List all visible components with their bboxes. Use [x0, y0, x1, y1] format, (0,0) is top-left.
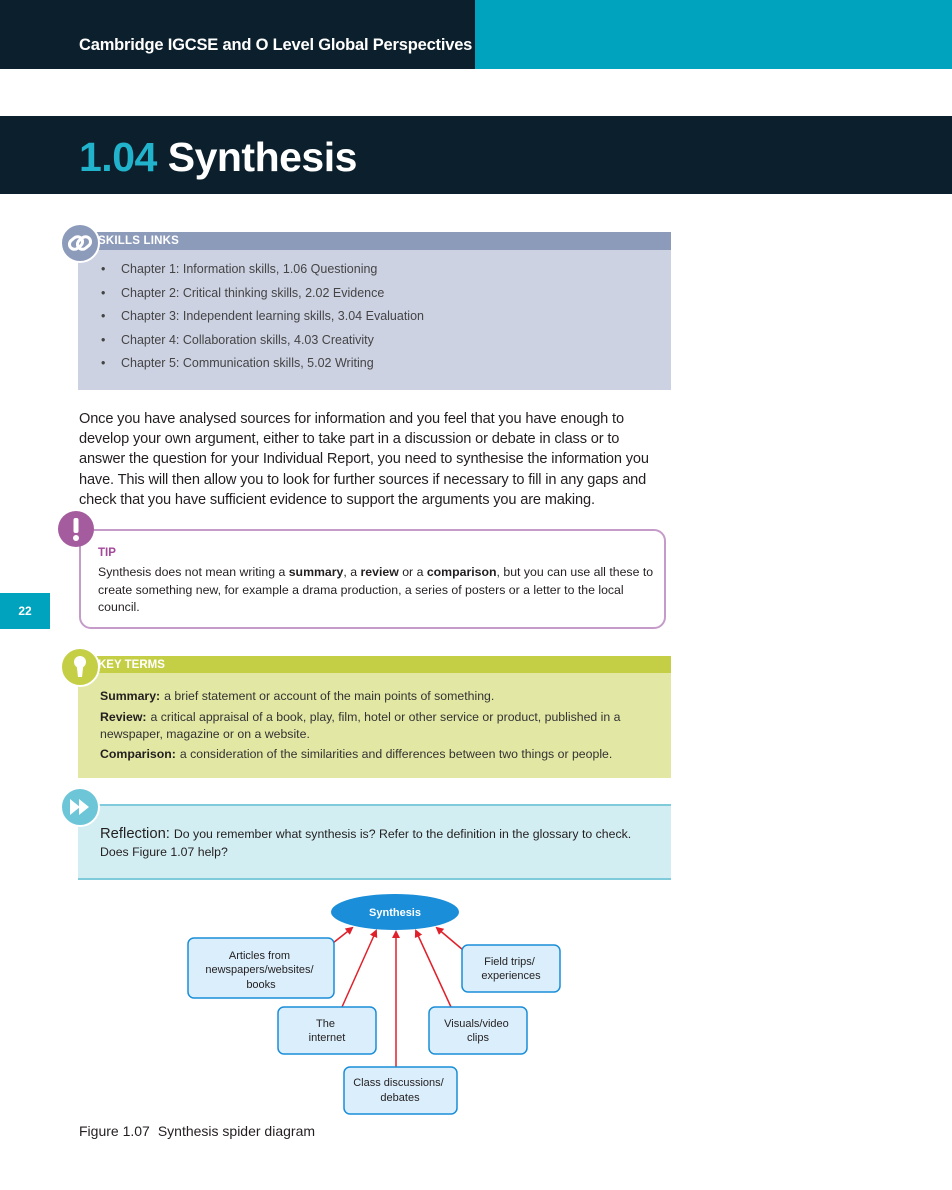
tip-term-comparison: comparison	[426, 565, 497, 579]
skills-link-item: Chapter 5: Communication skills, 5.02 Wr…	[98, 352, 658, 376]
reflection-text: Reflection:Do you remember what synthesi…	[100, 825, 660, 861]
reflection-heading: Reflection:	[100, 826, 170, 842]
exclamation-icon	[58, 511, 94, 547]
skills-links-header-bar	[78, 232, 671, 250]
header-dark-band	[0, 0, 475, 69]
node-line: newspapers/websites/	[205, 964, 314, 976]
synthesis-spider-diagram: Synthesis Articles from newspapers/websi…	[187, 894, 561, 1115]
key-terms-panel	[78, 673, 671, 778]
reflection-body: Do you remember what synthesis is? Refer…	[100, 827, 632, 859]
diagram-center-node	[331, 894, 459, 930]
key-terms-list: Summary:a brief statement or account of …	[100, 688, 660, 767]
tip-text-part: Synthesis does not mean writing a	[98, 565, 289, 579]
arrow-visuals	[414, 929, 452, 1008]
figure-caption: Figure 1.07 Synthesis spider diagram	[79, 1123, 315, 1139]
key-term-definition: a brief statement or account of the main…	[164, 689, 495, 703]
key-terms-header-bar	[78, 656, 671, 673]
node-line: debates	[380, 1092, 420, 1104]
section-title: 1.04 Synthesis	[79, 133, 357, 181]
node-line: Visuals/video	[444, 1018, 509, 1030]
page-number: 22	[0, 593, 50, 629]
node-line: experiences	[481, 970, 541, 982]
section-name: Synthesis	[167, 134, 358, 180]
diagram-center-label: Synthesis	[369, 907, 421, 919]
skills-links-list: Chapter 1: Information skills, 1.06 Ques…	[98, 258, 658, 376]
diagram-node-class-discussions	[343, 1066, 458, 1115]
skills-links-label: SKILLS LINKS	[98, 235, 179, 247]
key-terms-label: KEY TERMS	[98, 659, 165, 671]
diagram-node-internet-label: The internet	[309, 1018, 346, 1044]
key-term-item: Comparison:a consideration of the simila…	[100, 746, 660, 763]
key-term: Summary:	[100, 689, 161, 703]
diagram-node-visuals-label: Visuals/video clips	[444, 1018, 512, 1044]
node-line: internet	[309, 1032, 346, 1044]
chain-link-icon	[60, 223, 100, 263]
node-line: Class discussions/	[353, 1077, 444, 1089]
arrow-internet	[341, 929, 378, 1008]
tip-text-part: , but you can use all these to create so…	[98, 565, 654, 615]
skills-link-item: Chapter 1: Information skills, 1.06 Ques…	[98, 258, 658, 282]
arrow-field	[435, 926, 464, 951]
tip-term-summary: summary	[288, 565, 344, 579]
tip-text: Synthesis does not mean writing a summar…	[98, 564, 658, 617]
figure-caption-text: Synthesis spider diagram	[157, 1123, 316, 1139]
key-term-definition: a critical appraisal of a book, play, fi…	[100, 709, 621, 741]
diagram-node-articles	[187, 937, 335, 999]
tip-term-review: review	[360, 565, 399, 579]
book-title: Cambridge IGCSE and O Level Global Persp…	[79, 36, 473, 54]
diagram-node-internet	[277, 1006, 377, 1055]
skills-link-item: Chapter 2: Critical thinking skills, 2.0…	[98, 282, 658, 306]
keyhole-icon	[60, 647, 100, 687]
tip-text-part: , a	[343, 565, 361, 579]
section-number: 1.04	[79, 134, 157, 180]
key-term-definition: a consideration of the similarities and …	[179, 747, 613, 761]
tip-label: TIP	[98, 547, 116, 559]
diagram-node-field-trips-label: Field trips/ experiences	[481, 956, 541, 982]
key-term-item: Review:a critical appraisal of a book, p…	[100, 709, 660, 743]
key-term: Comparison:	[100, 747, 176, 761]
diagram-node-field-trips	[461, 944, 561, 993]
node-line: The	[316, 1018, 335, 1030]
key-term-item: Summary:a brief statement or account of …	[100, 688, 660, 705]
diagram-node-class-discussions-label: Class discussions/ debates	[353, 1077, 447, 1104]
skills-link-item: Chapter 3: Independent learning skills, …	[98, 305, 658, 329]
node-line: Articles from	[229, 950, 290, 962]
node-line: clips	[467, 1032, 490, 1044]
tip-box	[79, 529, 666, 629]
body-paragraph: Once you have analysed sources for infor…	[79, 411, 649, 508]
figure-label: Figure 1.07	[79, 1123, 150, 1139]
section-title-band	[0, 116, 952, 194]
skills-link-item: Chapter 4: Collaboration skills, 4.03 Cr…	[98, 329, 658, 353]
node-line: Field trips/	[484, 956, 536, 968]
fast-forward-icon	[60, 787, 100, 827]
header-teal-band	[475, 0, 952, 69]
diagram-arrows	[332, 926, 464, 1068]
diagram-node-articles-label: Articles from newspapers/websites/ books	[205, 950, 316, 991]
key-term: Review:	[100, 709, 147, 724]
tip-text-part: or a	[398, 565, 427, 579]
reflection-box	[78, 804, 671, 880]
diagram-node-visuals	[428, 1006, 528, 1055]
node-line: books	[246, 979, 276, 991]
arrow-articles	[332, 926, 354, 944]
